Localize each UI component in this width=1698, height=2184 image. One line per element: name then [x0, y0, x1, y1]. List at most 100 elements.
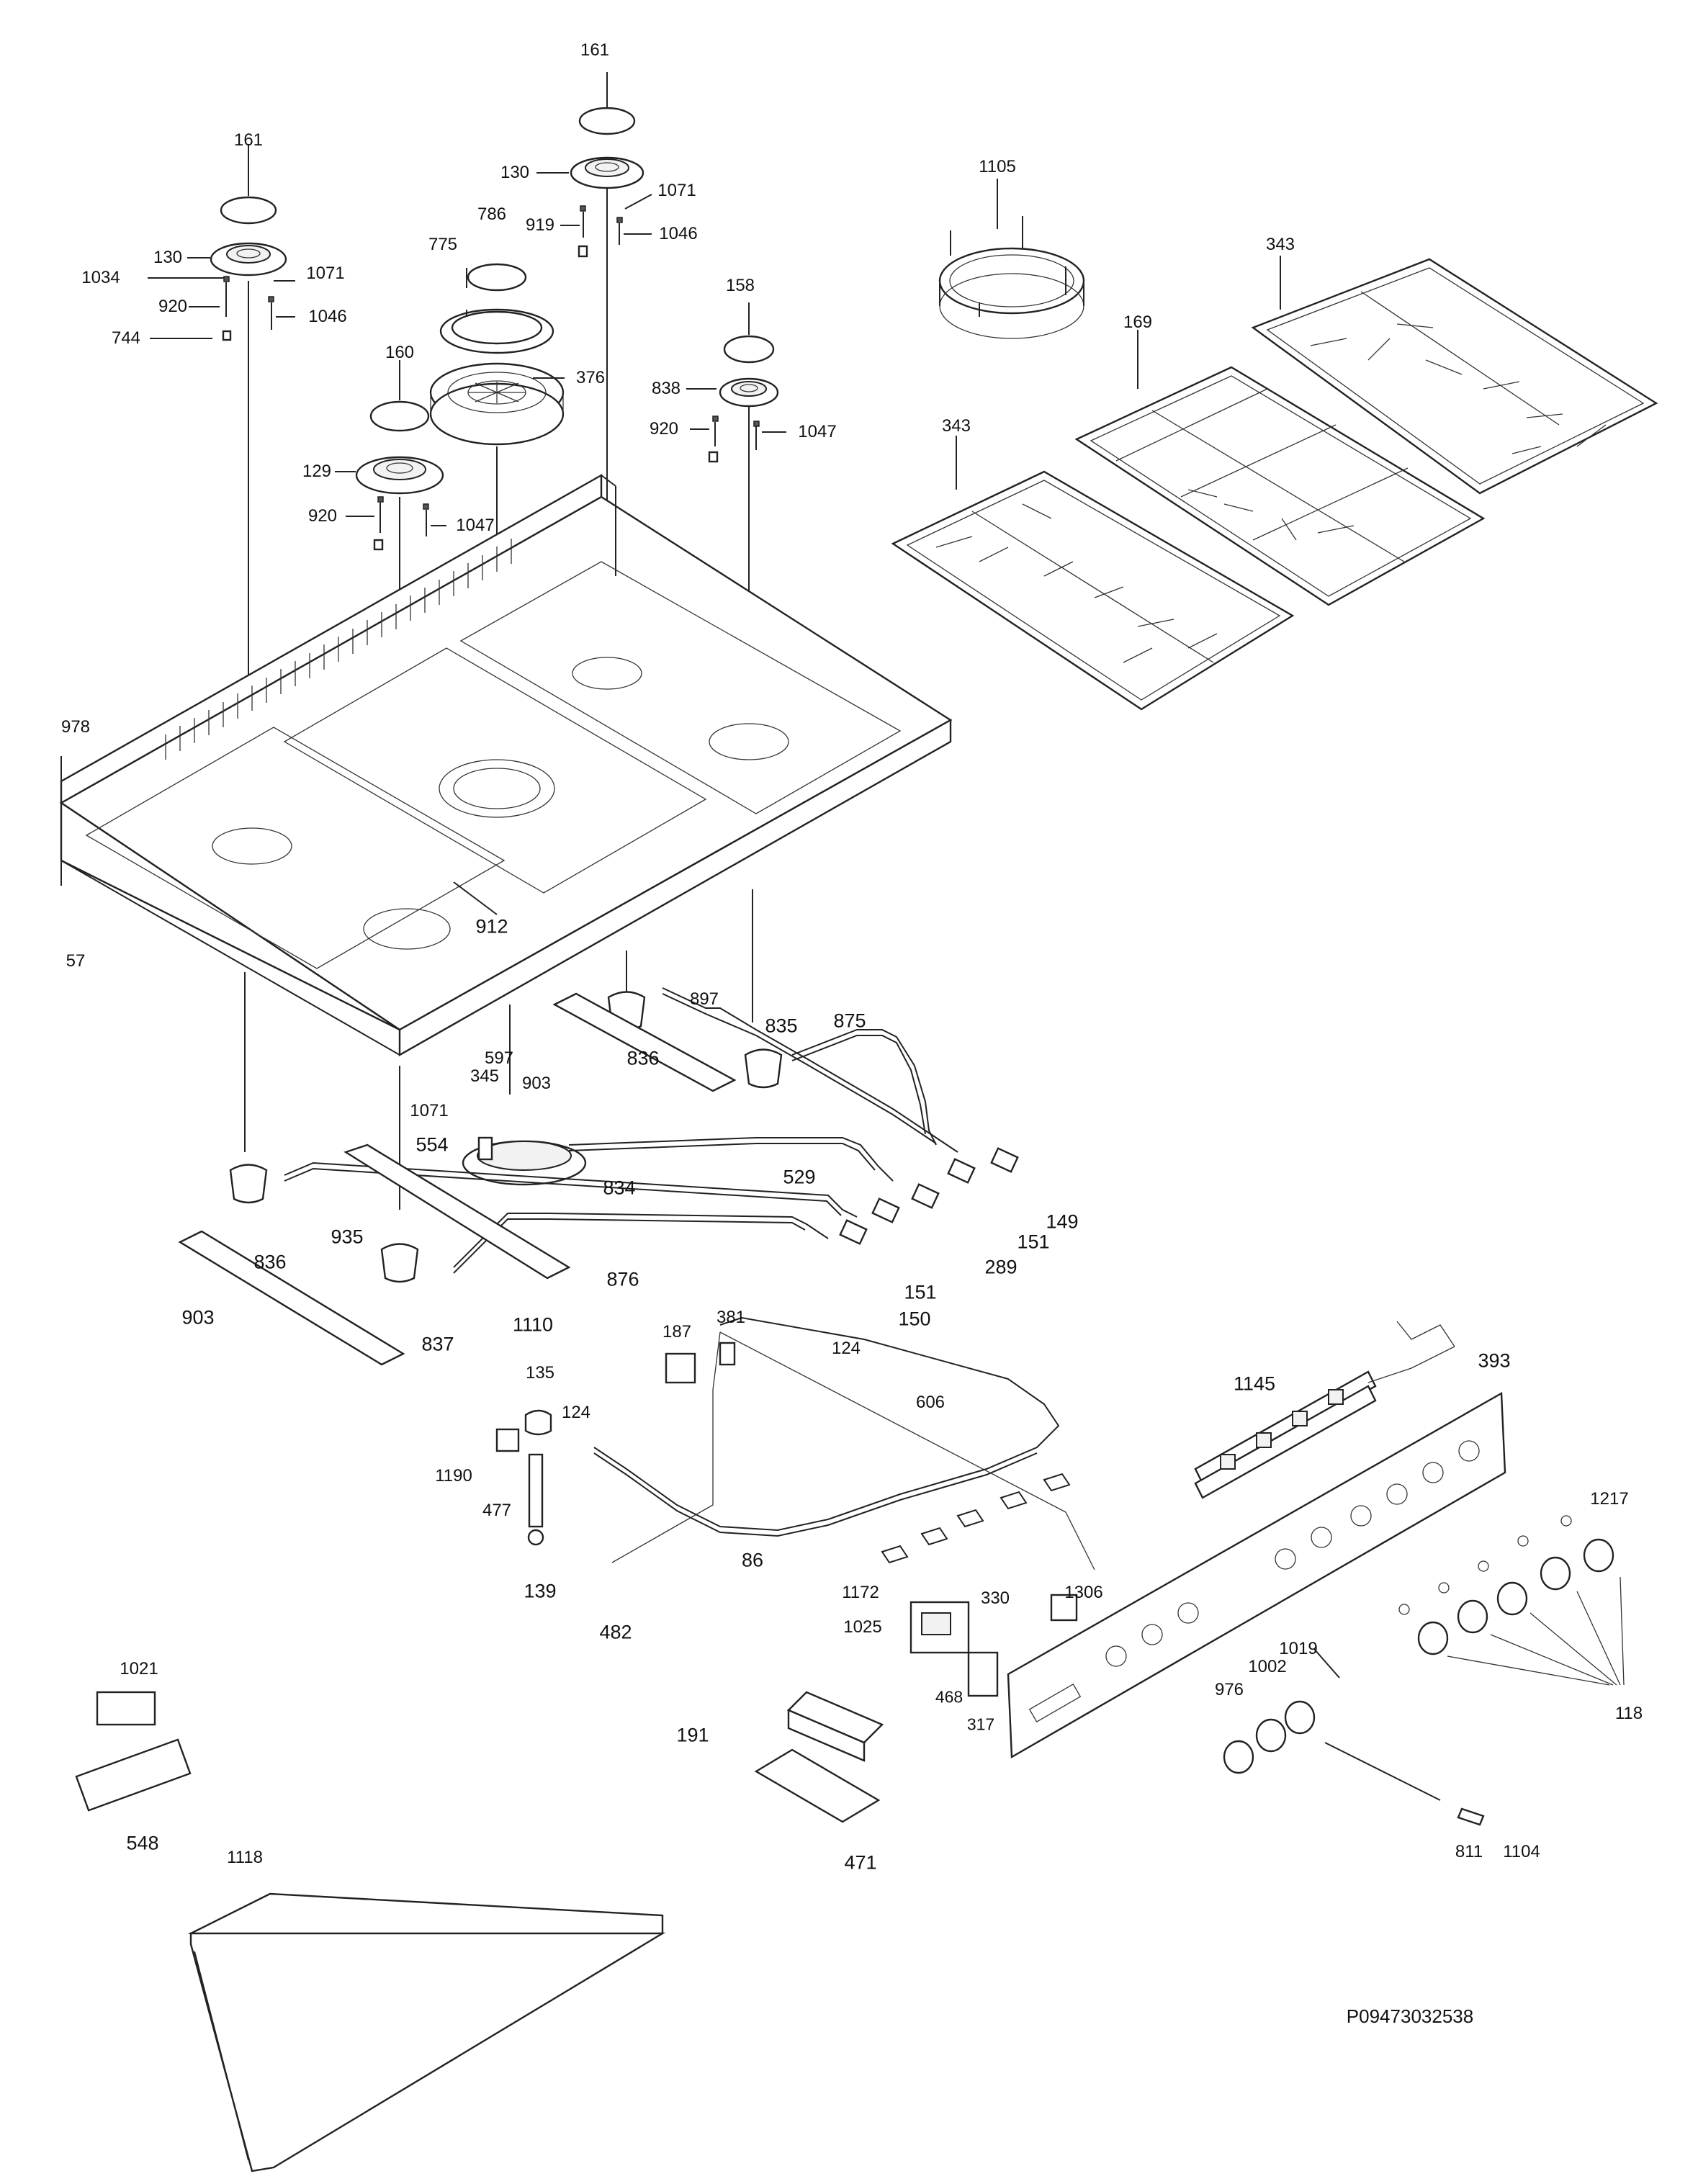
part-label-876: 876 — [606, 1268, 639, 1290]
part-label-124: 124 — [831, 1339, 861, 1358]
part-label-343: 343 — [1265, 235, 1295, 254]
part-label-903: 903 — [521, 1074, 552, 1093]
gas-system — [178, 889, 1095, 1570]
burner-left-mid — [335, 360, 446, 918]
part-label-1190: 1190 — [435, 1466, 472, 1486]
part-label-836: 836 — [253, 1251, 287, 1273]
part-label-548: 548 — [126, 1832, 159, 1854]
part-label-1172: 1172 — [842, 1583, 879, 1602]
part-label-920: 920 — [649, 419, 679, 439]
part-label-130: 130 — [500, 163, 530, 182]
drawing-code: P09473032538 — [1346, 2005, 1474, 2027]
part-label-1025: 1025 — [843, 1617, 882, 1637]
part-label-86: 86 — [741, 1549, 764, 1571]
part-label-149: 149 — [1046, 1210, 1079, 1233]
part-label-1217: 1217 — [1590, 1489, 1629, 1509]
part-label-903: 903 — [181, 1306, 215, 1329]
part-label-1021: 1021 — [120, 1659, 158, 1679]
part-label-1071: 1071 — [657, 181, 696, 200]
part-label-118: 118 — [1614, 1704, 1643, 1723]
part-label-1047: 1047 — [798, 422, 837, 441]
part-label-1019: 1019 — [1279, 1639, 1318, 1658]
part-label-482: 482 — [599, 1621, 632, 1643]
part-label-978: 978 — [60, 717, 91, 737]
lower-components — [75, 1594, 1078, 2172]
part-label-597: 597 — [484, 1048, 514, 1068]
part-label-920: 920 — [307, 506, 338, 526]
grate-343-left — [891, 436, 1295, 711]
wok-burner — [429, 263, 565, 821]
vent-slots — [165, 539, 512, 760]
part-label-187: 187 — [662, 1322, 692, 1342]
part-label-1071: 1071 — [306, 264, 345, 283]
part-label-160: 160 — [385, 343, 415, 362]
part-label-838: 838 — [651, 379, 681, 398]
part-label-775: 775 — [428, 235, 458, 254]
part-label-343: 343 — [941, 416, 971, 436]
part-label-744: 744 — [111, 328, 141, 348]
part-label-135: 135 — [525, 1363, 555, 1383]
part-label-161: 161 — [580, 40, 610, 60]
part-label-169: 169 — [1123, 313, 1153, 332]
part-label-912: 912 — [475, 915, 508, 938]
burner-left-top — [148, 144, 295, 846]
part-label-919: 919 — [525, 215, 555, 235]
part-label-151: 151 — [904, 1281, 937, 1303]
knobs-right — [1398, 1515, 1614, 1655]
part-label-477: 477 — [482, 1501, 512, 1520]
control-panel — [1007, 1321, 1625, 1826]
burner-center-top — [536, 72, 652, 644]
part-label-161: 161 — [233, 130, 264, 150]
grate-343-right — [1251, 256, 1658, 495]
part-label-920: 920 — [158, 297, 188, 316]
part-label-393: 393 — [1478, 1349, 1511, 1372]
part-label-468: 468 — [935, 1687, 963, 1707]
part-label-606: 606 — [915, 1393, 945, 1412]
part-label-158: 158 — [725, 276, 755, 295]
part-label-376: 376 — [575, 368, 606, 387]
part-label-835: 835 — [765, 1015, 798, 1037]
part-label-1002: 1002 — [1248, 1657, 1287, 1676]
part-label-191: 191 — [676, 1724, 709, 1746]
part-label-935: 935 — [331, 1226, 364, 1248]
part-label-897: 897 — [689, 989, 719, 1009]
part-label-786: 786 — [477, 205, 507, 224]
part-label-317: 317 — [966, 1715, 995, 1734]
part-label-1306: 1306 — [1064, 1583, 1103, 1602]
part-label-834: 834 — [603, 1177, 636, 1199]
part-label-150: 150 — [898, 1308, 931, 1330]
wok-ring-1105 — [938, 179, 1085, 339]
part-label-811: 811 — [1455, 1842, 1483, 1861]
part-label-381: 381 — [716, 1308, 746, 1327]
part-label-976: 976 — [1214, 1680, 1244, 1699]
part-label-1110: 1110 — [512, 1313, 554, 1336]
part-label-151: 151 — [1017, 1231, 1050, 1253]
part-label-836: 836 — [626, 1047, 660, 1069]
knobs-left — [1223, 1700, 1316, 1774]
part-label-837: 837 — [421, 1333, 454, 1355]
part-label-529: 529 — [783, 1166, 816, 1188]
part-label-330: 330 — [980, 1588, 1010, 1608]
part-label-1071: 1071 — [410, 1101, 449, 1120]
part-label-1047: 1047 — [456, 516, 495, 535]
part-label-1046: 1046 — [308, 307, 347, 326]
part-label-471: 471 — [844, 1851, 877, 1874]
part-label-1034: 1034 — [81, 268, 120, 287]
part-label-1046: 1046 — [659, 224, 698, 243]
grate-169-center — [1074, 330, 1486, 606]
part-label-124: 124 — [561, 1403, 591, 1422]
part-label-875: 875 — [833, 1010, 866, 1032]
part-label-139: 139 — [524, 1580, 557, 1602]
part-label-1145: 1145 — [1233, 1372, 1276, 1395]
burner-right-mid — [686, 302, 786, 727]
part-label-345: 345 — [470, 1066, 500, 1086]
part-label-1105: 1105 — [979, 157, 1016, 176]
part-label-57: 57 — [66, 951, 86, 971]
part-label-1104: 1104 — [1503, 1842, 1540, 1861]
part-label-130: 130 — [153, 248, 183, 267]
part-label-129: 129 — [302, 462, 332, 481]
part-label-1118: 1118 — [227, 1848, 263, 1867]
hob-top-panel — [59, 473, 953, 1057]
part-label-289: 289 — [984, 1256, 1018, 1278]
